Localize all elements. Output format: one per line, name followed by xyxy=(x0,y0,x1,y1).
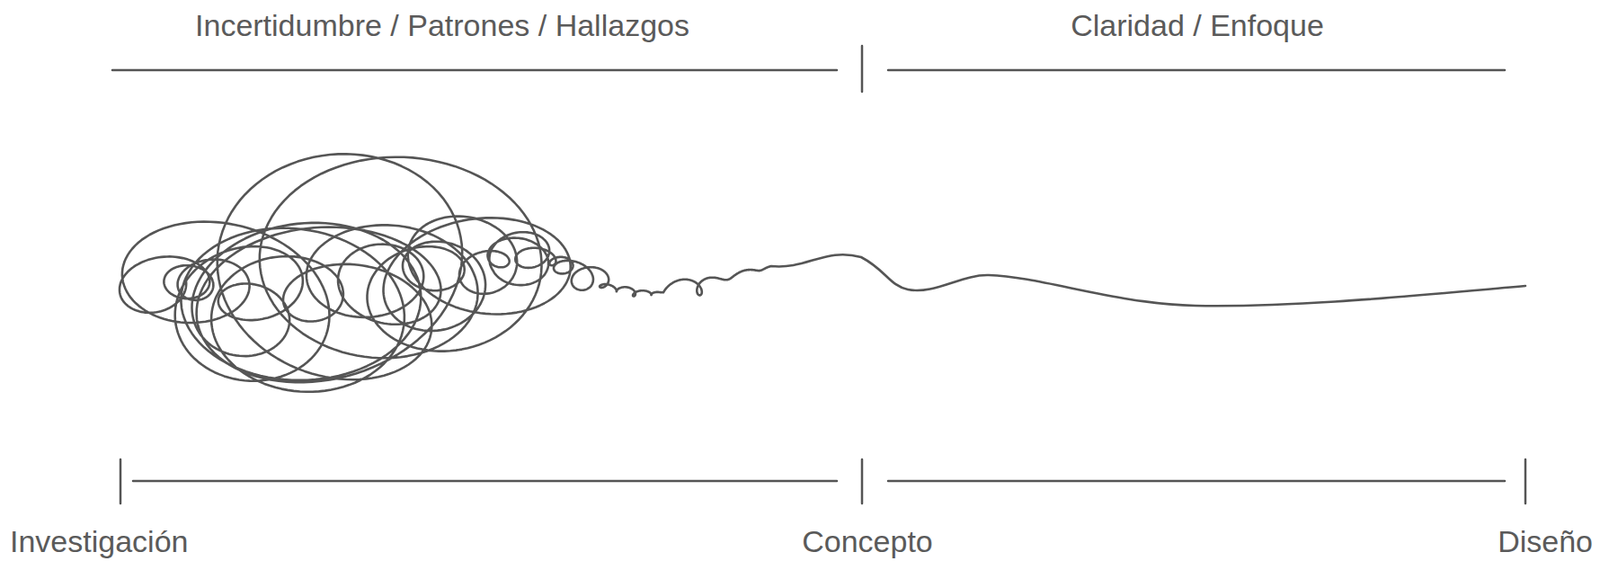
bottom-tick xyxy=(1524,459,1528,504)
stage-label: Incertidumbre / Patrones / Hallazgos xyxy=(195,7,690,44)
timeline-rules xyxy=(112,45,1526,504)
stage-label: Concepto xyxy=(801,523,934,560)
stage-label: Claridad / Enfoque xyxy=(1070,7,1325,44)
bottom-tick xyxy=(119,459,123,504)
top-rule xyxy=(112,69,837,72)
stage-label: Diseño xyxy=(1497,523,1593,560)
top-divider xyxy=(861,45,864,92)
top-rule xyxy=(888,69,1505,72)
squiggle-line xyxy=(119,153,1526,392)
stage-label: Investigación xyxy=(9,523,188,560)
bottom-rule xyxy=(888,480,1505,483)
bottom-rule xyxy=(133,480,837,483)
bottom-tick xyxy=(861,459,864,504)
